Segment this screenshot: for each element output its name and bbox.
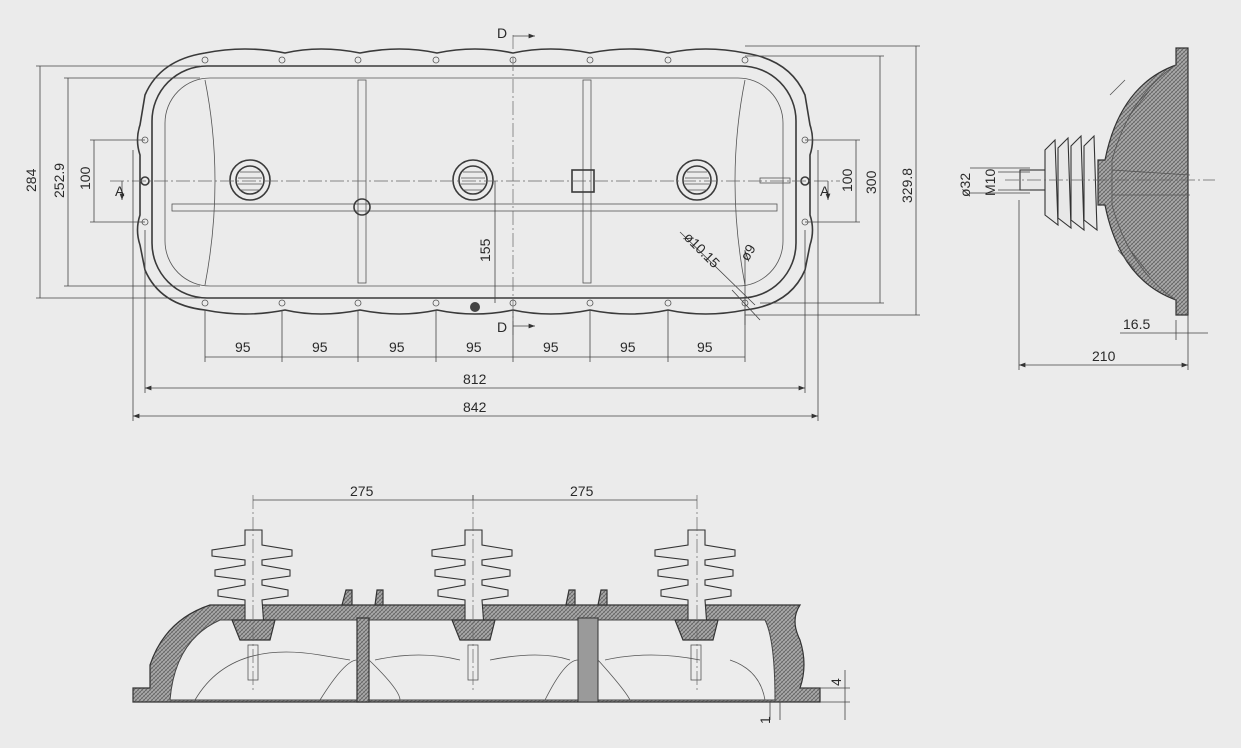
front-dim-4: 4	[828, 678, 844, 686]
side-depth-dim: 210	[1092, 348, 1116, 364]
pitch-dim-6: 95	[620, 339, 636, 355]
total-height-dim: 329.8	[899, 168, 915, 203]
outer-width-dim: 842	[463, 399, 487, 415]
section-marker-d-bottom: D	[497, 319, 535, 335]
top-view: D D A A 95 95 95 95 95 95 95	[23, 25, 920, 421]
right-vertical-dimension-lines	[745, 45, 920, 316]
front-partition-right	[577, 617, 599, 703]
right-lug	[759, 177, 791, 184]
front-dim-1: 1	[757, 716, 773, 724]
right-bolt-spacing-dim: 100	[839, 168, 855, 192]
front-spacing-left-dim: 275	[350, 483, 374, 499]
tank-inner-wall-2	[164, 77, 784, 287]
side-tank-inner	[1111, 64, 1177, 301]
section-marker-a-left: A	[115, 181, 125, 200]
svg-text:D: D	[497, 25, 507, 41]
right-height-dim: 300	[863, 170, 879, 194]
section-marker-d-top: D	[497, 25, 535, 41]
pitch-dim-1: 95	[235, 339, 251, 355]
front-small-dimension-lines	[769, 670, 850, 720]
tank-inner-wall	[151, 65, 797, 299]
pitch-dim-4: 95	[466, 339, 482, 355]
front-inner-arches	[319, 659, 631, 701]
side-insulator	[1019, 134, 1098, 232]
svg-text:A: A	[115, 183, 125, 199]
left-bolt-spacing-dim: 100	[77, 166, 93, 190]
hole-leader-cross	[731, 289, 761, 321]
rail-hub	[353, 198, 371, 216]
svg-text:A: A	[820, 183, 830, 199]
svg-text:D: D	[497, 319, 507, 335]
outer-height-dim: 284	[23, 168, 39, 192]
side-dia-dim: ø32	[957, 173, 973, 197]
drain-plug	[470, 302, 480, 312]
bushing-top-2	[452, 159, 494, 201]
hole-large-dim: ø10.15	[681, 229, 723, 271]
horizontal-rail	[171, 203, 778, 212]
left-vertical-dimension-lines	[36, 65, 200, 299]
bolt-holes	[141, 56, 809, 307]
bushing-top-3	[676, 159, 718, 201]
side-thread-dim: M10	[982, 169, 998, 196]
front-top-fins	[341, 589, 608, 606]
front-view: 275 275 4 1	[132, 483, 850, 724]
front-partition-left	[356, 617, 370, 703]
pitch-dim-7: 95	[697, 339, 713, 355]
bushing-top-1	[229, 159, 271, 201]
partition-wall-left	[357, 79, 367, 284]
inner-width-dim: 812	[463, 371, 487, 387]
hole-small-dim: ø9	[737, 241, 759, 263]
side-flange-dim: 16.5	[1123, 316, 1150, 332]
side-view: ø32 M10 16.5 210	[957, 47, 1215, 370]
center-offset-dim: 155	[477, 238, 493, 262]
pitch-dimension-lines	[204, 310, 746, 362]
end-curve-left	[204, 79, 216, 286]
pitch-dim-5: 95	[543, 339, 559, 355]
front-inner-walls	[194, 651, 766, 701]
pitch-dim-3: 95	[389, 339, 405, 355]
side-tank-wall	[1097, 47, 1189, 316]
pitch-dim-2: 95	[312, 339, 328, 355]
section-marker-a-right: A	[820, 181, 831, 200]
width-dimension-lines	[132, 150, 819, 421]
front-bushing-3	[654, 529, 736, 681]
side-rod-1	[1111, 169, 1191, 176]
front-spacing-right-dim: 275	[570, 483, 594, 499]
hole-leader-large	[679, 231, 756, 306]
front-bushing-1	[211, 529, 293, 681]
side-tank-ribs	[1109, 79, 1151, 276]
side-dimension-lines	[970, 167, 1208, 370]
inner-height-dim: 252.9	[51, 163, 67, 198]
partition-wall-right	[582, 79, 592, 284]
